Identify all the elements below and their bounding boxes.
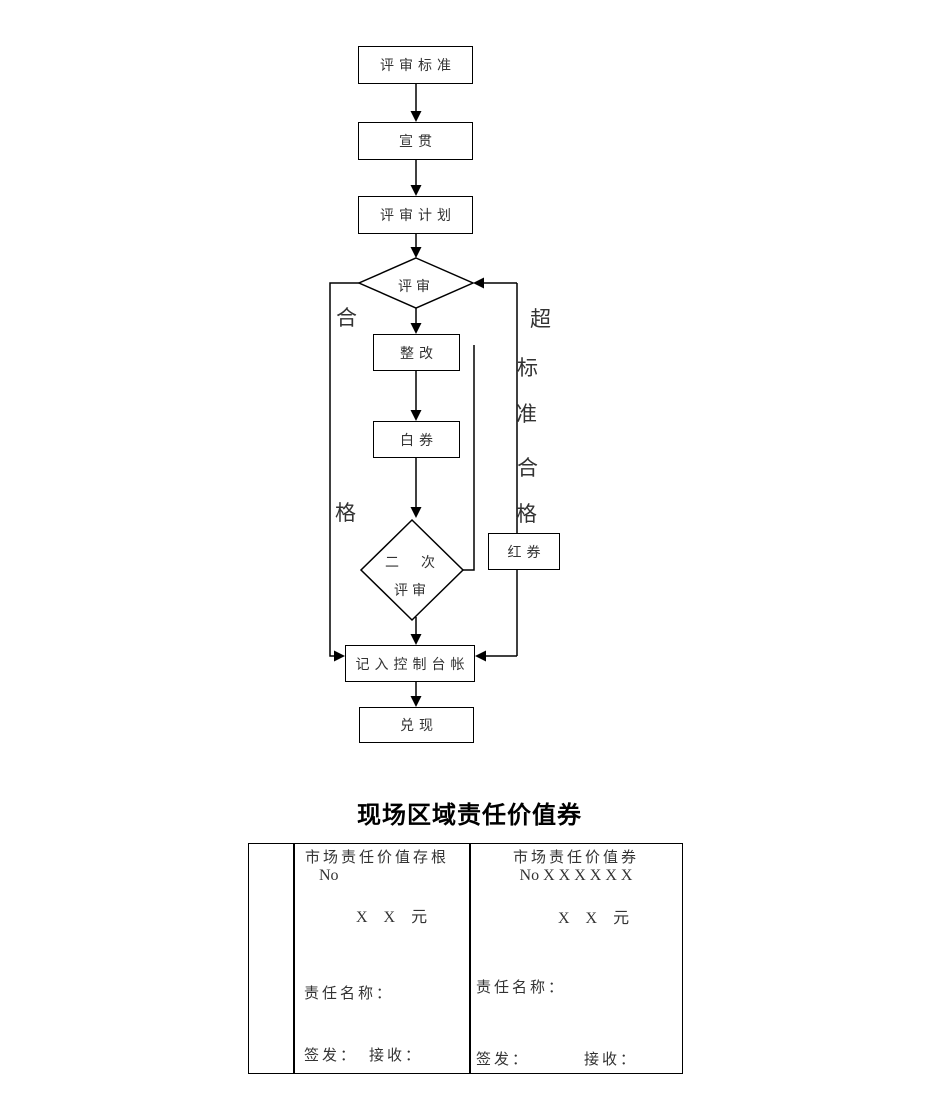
flow-box-red-ticket: 红券 [488, 533, 560, 570]
stub-header: 市场责任价值存根 [305, 850, 450, 866]
flow-box-rectify-label: 整改 [400, 346, 438, 362]
ticket-receive-label: 接收： [584, 1052, 639, 1068]
over-standard-label-char-4: 合 [517, 456, 538, 480]
voucher-title: 现场区域责任价值券 [357, 803, 582, 829]
over-standard-label-char-1: 超 [530, 307, 551, 331]
flow-box-cash-label: 兑现 [400, 719, 438, 734]
voucher-table [248, 843, 683, 1074]
flow-box-ledger: 记入控制台帐 [345, 645, 475, 682]
flow-box-promote: 宣贯 [358, 122, 473, 160]
stub-sign-label: 签发： [304, 1048, 359, 1064]
flow-box-white-ticket-label: 白券 [400, 433, 438, 449]
flow-box-ledger-label: 记入控制台帐 [355, 657, 470, 673]
flow-box-red-ticket-label: 红券 [507, 545, 546, 561]
over-standard-loop-line [484, 282, 518, 657]
voucher-table-divider-1 [293, 843, 295, 1074]
flow-box-rectify: 整改 [373, 334, 460, 371]
voucher-table-divider-2 [469, 843, 471, 1074]
over-standard-label-char-3: 准 [516, 402, 537, 426]
stub-amount: X X 元 [356, 909, 428, 926]
flow-box-cash: 兑现 [359, 707, 474, 743]
review-diamond-label: 评审 [398, 280, 434, 295]
ticket-header: 市场责任价值券 [512, 850, 639, 866]
ticket-sign-label: 签发： [476, 1052, 531, 1068]
flow-box-review-plan: 评审计划 [358, 196, 473, 234]
second-review-diamond-label-line1: 二 次 [385, 556, 439, 571]
flow-box-review-plan-label: 评审计划 [380, 209, 456, 224]
ticket-name-label: 责任名称： [476, 980, 567, 996]
ticket-no-label: No X X X X X X [519, 867, 633, 884]
flow-box-review-standard: 评审标准 [358, 46, 473, 84]
over-standard-label-char-5: 格 [516, 502, 537, 526]
qualified-label-char-1: 合 [336, 306, 357, 330]
flow-box-white-ticket: 白券 [373, 421, 460, 458]
stub-receive-label: 接收： [369, 1048, 424, 1064]
flow-box-review-standard-label: 评审标准 [380, 59, 456, 74]
over-standard-label-char-2: 标 [517, 356, 538, 380]
second-review-diamond-label-line2: 评审 [394, 584, 430, 599]
ticket-amount: X X 元 [558, 910, 630, 927]
flow-box-promote-label: 宣贯 [399, 135, 437, 150]
stub-no-label: No [319, 867, 339, 884]
qualified-loop-line [329, 282, 359, 657]
qualified-label-char-2: 格 [335, 501, 356, 525]
rectify-loop-line [463, 345, 475, 571]
stub-name-label: 责任名称： [304, 986, 395, 1002]
